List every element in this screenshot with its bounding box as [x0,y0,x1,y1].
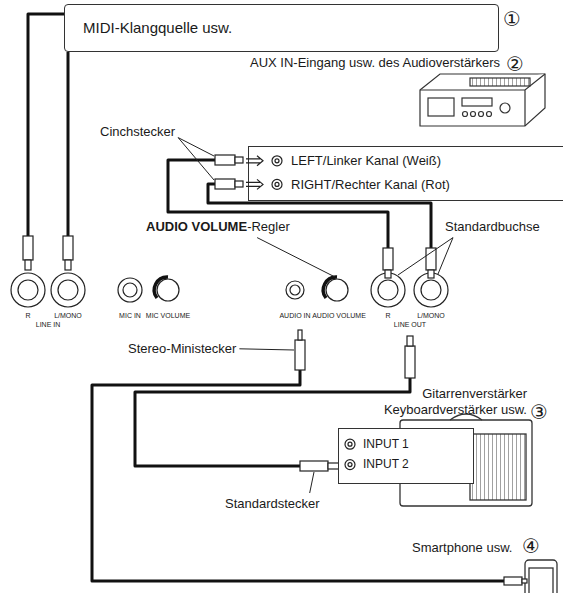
jack-label: MIC VOLUME [146,312,190,320]
jack-label: R [385,312,390,320]
box-text: RIGHT/Rechter Kanal (Rot) [291,177,555,193]
jack-label: AUDIO VOLUME [312,312,366,320]
jack-label: MIC IN [119,312,141,320]
part-label: Stereo-Ministecker [128,341,236,357]
jack-label: LINE IN [36,321,61,329]
input-panel: LEFT/Linker Kanal (Weiß) RIGHT/Rechter Ka… [248,146,563,201]
part-label: -Regler [247,219,290,235]
box-text: LEFT/Linker Kanal (Weiß) [291,153,555,169]
part-label: Standardbuchse [445,219,540,235]
box-text: MIDI-Klangquelle usw. [83,19,480,37]
callout-number: ③ [530,400,548,424]
device-label: AUX IN-Eingang usw. des Audioverstärkers [250,55,500,71]
part-label: AUDIO VOLUME [146,219,247,235]
callout-number: ① [503,7,521,31]
part-label: Cinchstecker [100,124,175,140]
callout-number: ② [506,52,524,76]
jack-label: L/MONO [54,312,82,320]
callout-number: ④ [522,534,540,558]
jack-label: LINE OUT [394,321,426,329]
device-label: Smartphone usw. [412,540,512,556]
input-panel: INPUT 1 INPUT 2 [338,428,474,484]
part-label: Standardstecker [225,496,320,512]
jack-label: AUDIO IN [279,312,310,320]
jack-label: L/MONO [417,312,445,320]
jack-label: R [25,312,30,320]
box-text: INPUT 1 [363,437,465,451]
box-text: INPUT 2 [363,457,465,471]
device-box: MIDI-Klangquelle usw. [64,4,499,52]
device-label: Gitarrenverstärker Keyboardverstärker us… [367,386,527,417]
